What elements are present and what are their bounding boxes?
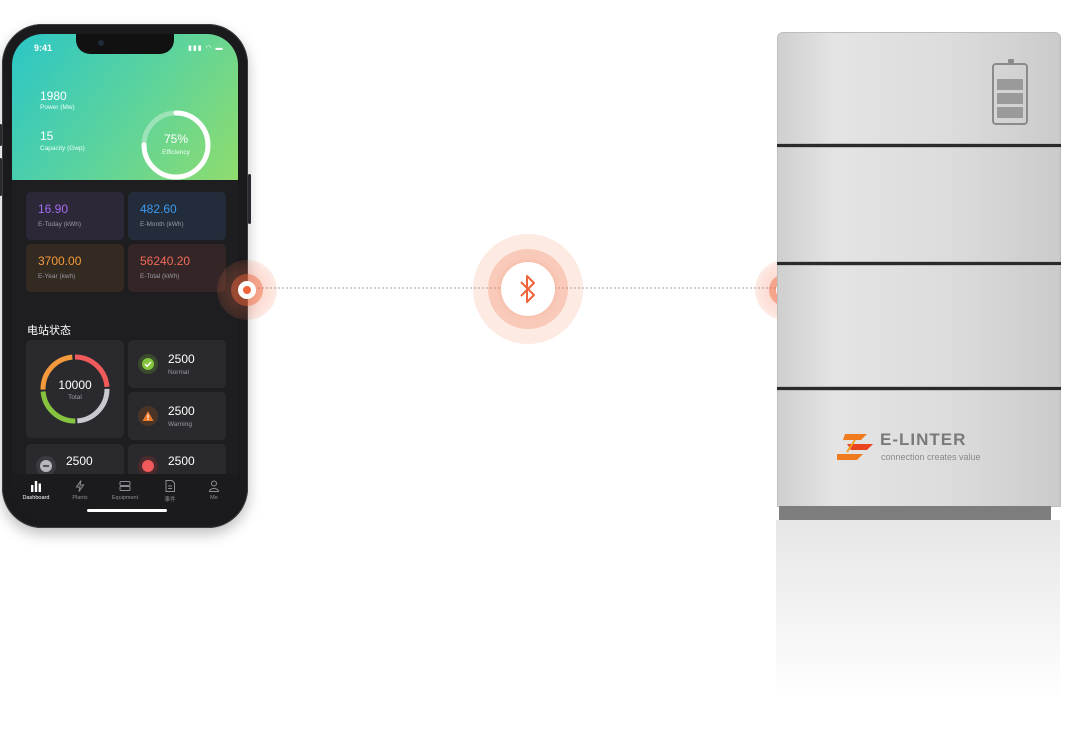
- document-icon: [165, 480, 175, 492]
- tab-label: Equipment: [111, 495, 139, 501]
- efficiency-arc: [141, 110, 211, 180]
- offline-icon: [36, 456, 56, 476]
- efficiency-label: Efficiency: [162, 149, 190, 156]
- bluetooth-button[interactable]: [501, 262, 555, 316]
- stat-label: E-Month (kWh): [140, 221, 184, 228]
- module-seam: [777, 262, 1061, 265]
- check-icon: [138, 354, 158, 374]
- tab-plants[interactable]: Plants: [60, 480, 100, 501]
- status-value: 2500: [168, 454, 195, 468]
- tab-equipment[interactable]: Equipment: [105, 480, 145, 501]
- battery-reflection: [776, 520, 1060, 700]
- battery-module: [777, 147, 1061, 262]
- phone-power-button: [248, 174, 251, 224]
- stat-value: 16.90: [38, 202, 69, 216]
- stat-value: 482.60: [140, 202, 177, 216]
- bar-chart-icon: [31, 481, 41, 492]
- stat-value: 3700.00: [38, 254, 82, 268]
- bluetooth-icon: [520, 275, 535, 303]
- donut-total-label: Total: [68, 394, 82, 401]
- tab-dashboard[interactable]: Dashboard: [16, 480, 56, 501]
- tab-label: Plants: [72, 495, 88, 501]
- phone-notch: [76, 34, 174, 54]
- tab-label: 事件: [164, 497, 176, 503]
- tab-label: Me: [210, 495, 218, 501]
- stat-card-today[interactable]: 16.90 E-Today (kWh): [26, 192, 124, 240]
- donut-total-value: 10000: [58, 378, 92, 392]
- stat-label: E-Total (kWh): [140, 273, 180, 280]
- battery-level-icon: [992, 59, 1028, 125]
- stat-card-month[interactable]: 482.60 E-Month (kWh): [128, 192, 226, 240]
- stat-value: 56240.20: [140, 254, 191, 268]
- person-icon: [208, 480, 220, 492]
- home-indicator: [87, 509, 167, 512]
- e-linter-logo-icon: [837, 434, 873, 460]
- module-seam: [777, 387, 1061, 390]
- status-label: Normal: [168, 369, 189, 376]
- server-icon: [119, 481, 131, 491]
- power-value: 1980: [40, 89, 67, 103]
- status-icons: ▮▮▮ ◠ ▬: [188, 45, 224, 52]
- tab-events[interactable]: 事件: [150, 480, 190, 503]
- phone-screen: 9:41 ▮▮▮ ◠ ▬ 1980 Power (Mw) 15 Capacity…: [12, 34, 238, 518]
- brand-name: E-LINTER: [880, 430, 967, 449]
- stat-label: E-Year (kwh): [38, 273, 76, 280]
- battery-module-top: [777, 32, 1061, 144]
- status-time: 9:41: [34, 43, 53, 53]
- phone-signal-node: [238, 281, 256, 299]
- battery-module-bottom: [777, 390, 1061, 507]
- station-status-title: 电站状态: [27, 325, 71, 337]
- power-label: Power (Mw): [40, 104, 75, 111]
- total-donut-tile[interactable]: 10000 Total: [26, 340, 124, 438]
- phone-mockup: 9:41 ▮▮▮ ◠ ▬ 1980 Power (Mw) 15 Capacity…: [0, 24, 251, 528]
- tab-label: Dashboard: [22, 495, 50, 501]
- capacity-value: 15: [40, 129, 54, 143]
- battery-module: [777, 265, 1061, 387]
- capacity-label: Capacity (Gwp): [40, 145, 85, 152]
- fault-icon: [138, 456, 158, 476]
- phone-volume-button: [0, 158, 2, 196]
- status-tile-normal[interactable]: 2500 Normal: [128, 340, 226, 388]
- status-value: 2500: [66, 454, 93, 468]
- efficiency-value: 75%: [163, 132, 189, 146]
- phone-side-button: [0, 124, 2, 146]
- stat-label: E-Today (kWh): [38, 221, 81, 228]
- status-value: 2500: [168, 404, 195, 418]
- efficiency-ring: [141, 110, 211, 180]
- status-label: Warning: [168, 421, 192, 428]
- module-seam: [777, 144, 1061, 147]
- lightning-icon: [75, 480, 85, 492]
- status-tile-warning[interactable]: 2500 Warning: [128, 392, 226, 440]
- status-value: 2500: [168, 352, 195, 366]
- warning-icon: [138, 406, 158, 426]
- brand-tagline: connection creates value: [881, 452, 981, 462]
- battery-base: [779, 506, 1051, 520]
- camera-icon: [98, 40, 104, 46]
- tab-me[interactable]: Me: [194, 480, 234, 501]
- status-donut: [40, 354, 110, 424]
- stat-card-year[interactable]: 3700.00 E-Year (kwh): [26, 244, 124, 292]
- stat-card-total[interactable]: 56240.20 E-Total (kWh): [128, 244, 226, 292]
- dashboard-header: [12, 34, 238, 180]
